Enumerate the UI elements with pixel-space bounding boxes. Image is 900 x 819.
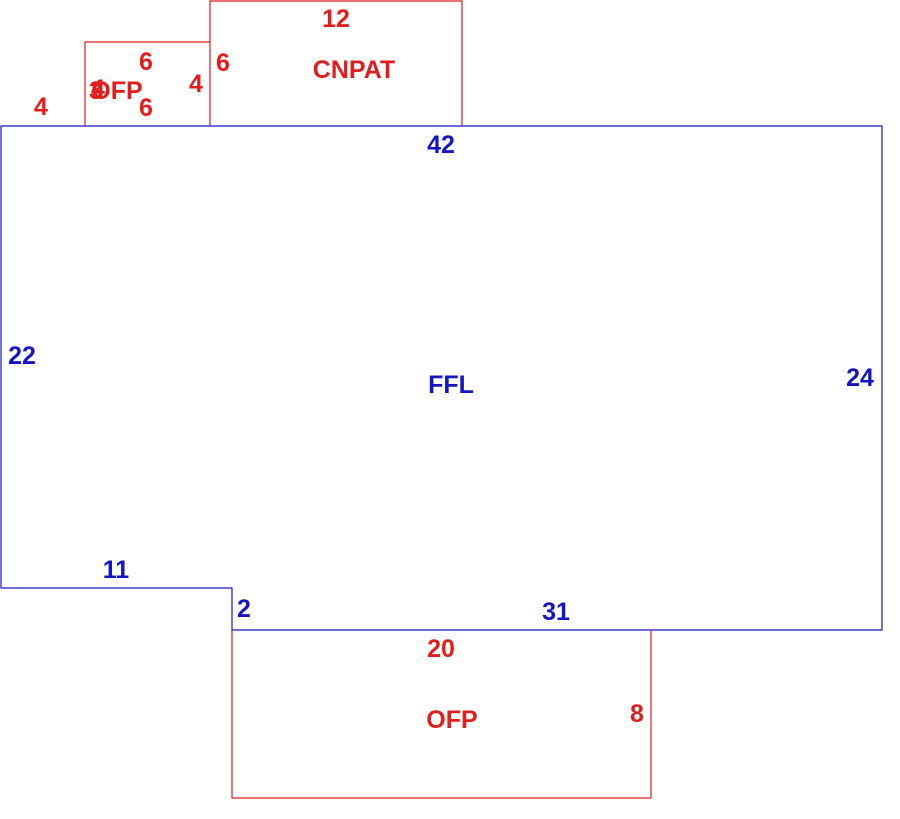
ofp-bottom-right-dimension: 8 — [630, 700, 644, 728]
cnpat-outline — [209, 0, 463, 126]
ffl-bottom-left-dimension: 11 — [103, 556, 130, 584]
cnpat-top-dimension: 12 — [322, 5, 350, 33]
ffl-bottom-right-dimension: 31 — [542, 598, 570, 626]
ffl-area-code: FFL — [428, 371, 474, 399]
ffl-top-dimension: 42 — [427, 131, 455, 159]
ofp-bottom-area-code: OFP — [426, 706, 477, 734]
ffl-right-dimension: 24 — [846, 364, 874, 392]
cnpat-area-code: CNPAT — [313, 56, 395, 84]
ofp-small-right-dimension: 4 — [189, 70, 203, 98]
ffl-left-dimension: 22 — [8, 342, 36, 370]
ofp-small-outline — [84, 41, 210, 126]
ofp-small-area-code: OFP — [91, 77, 142, 105]
ofp-bottom-outline — [231, 630, 652, 799]
ffl-step-dimension: 2 — [237, 595, 251, 623]
cnpat-left-dimension: 6 — [216, 49, 230, 77]
ofp-small-left-dimension: 4 — [34, 93, 48, 121]
ofp-small-overlap-dimension-a: 4 — [91, 75, 105, 103]
ofp-bottom-top-dimension: 20 — [427, 635, 455, 663]
ofp-small-bottom-dimension: 6 — [139, 94, 153, 122]
ofp-small-overlap-dimension-b: 3 — [89, 77, 103, 105]
ofp-small-top-dimension: 6 — [139, 48, 153, 76]
